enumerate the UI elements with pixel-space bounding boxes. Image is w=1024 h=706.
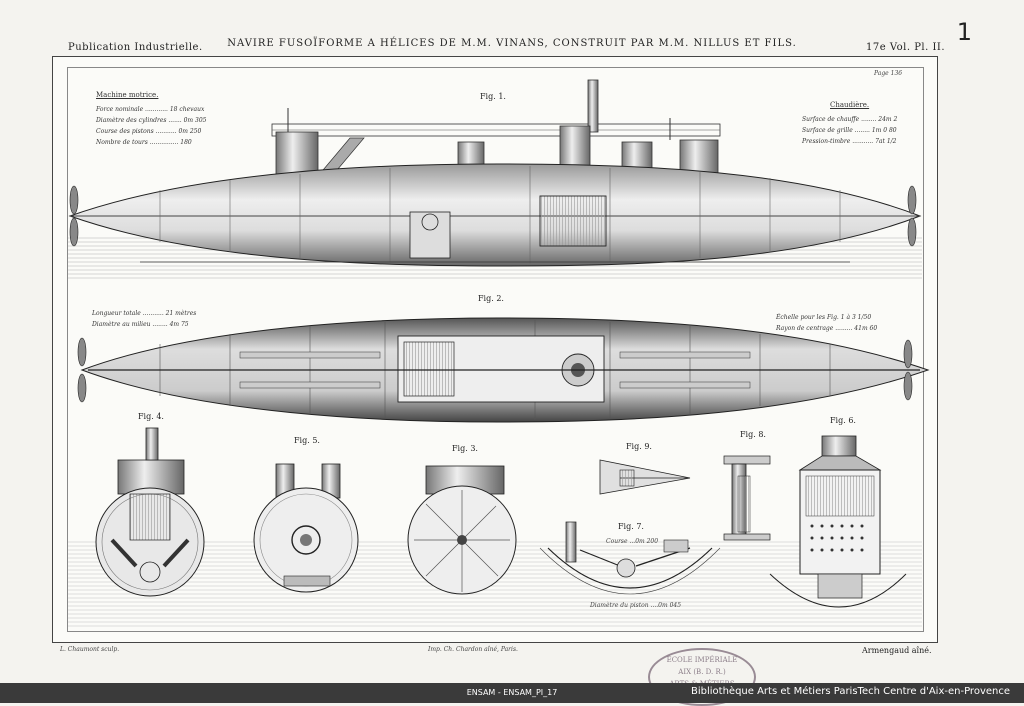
machine-spec-row: Diamètre des cylindres ....... 0m 305 <box>96 117 207 124</box>
fig2-label: Fig. 2. <box>478 294 504 303</box>
machine-spec-row: Nombre de tours ............... 180 <box>96 139 192 146</box>
machine-spec-row: Course des pistons ........... 0m 250 <box>96 128 202 135</box>
fig6-boiler-section <box>769 435 907 608</box>
fig6-label: Fig. 6. <box>830 416 856 425</box>
fig5-cross-section <box>253 463 359 593</box>
fig5-label: Fig. 5. <box>294 436 320 445</box>
stamp-line: ÉCOLE IMPÉRIALE <box>666 656 738 664</box>
scale-spec-row: Échelle pour les Fig. 1 à 3 1/50 <box>776 314 872 321</box>
printer-credit: Imp. Ch. Chardon aîné, Paris. <box>428 646 518 653</box>
author-credit: Armengaud aîné. <box>862 646 932 655</box>
engraver-credit: L. Chaumont sculp. <box>60 646 120 653</box>
fig2-plan-view <box>77 317 930 423</box>
fig9-label: Fig. 9. <box>626 442 652 451</box>
stamp-line: AIX (B. D. R.) <box>678 668 726 676</box>
scale-specs: Échelle pour les Fig. 1 à 3 1/50 Rayon d… <box>776 312 916 334</box>
fig4-label: Fig. 4. <box>138 412 164 421</box>
hull-spec-row: Longueur totale ........... 21 mètres <box>92 310 197 317</box>
publication-label: Publication Industrielle. <box>68 42 203 53</box>
fig3-cross-section <box>407 465 517 595</box>
fig4-cross-section <box>95 427 205 597</box>
fig7-course-note: Course ...0m 200 <box>606 538 659 545</box>
fig8-detail <box>723 455 771 541</box>
page-reference: Page 136 <box>874 70 903 77</box>
volume-plate-label: 17e Vol. Pl. II. <box>866 42 946 53</box>
fig9-detail <box>599 459 691 495</box>
machine-specs: Machine motrice. Force nominale ........… <box>96 90 216 148</box>
machine-spec-row: Force nominale ............ 18 chevaux <box>96 106 205 113</box>
chaudiere-specs-title: Chaudière. <box>830 101 870 109</box>
fig7-detail <box>539 521 721 595</box>
chaudiere-specs: Chaudière. Surface de chauffe ........ 2… <box>802 100 912 147</box>
footer-collection-id: ENSAM - ENSAM_PI_17 <box>466 688 558 697</box>
footer-bar <box>0 683 1024 703</box>
hull-spec-row: Diamètre au milieu ........ 4m 75 <box>92 321 189 328</box>
fig7-label: Fig. 7. <box>618 522 644 531</box>
chaudiere-spec-row: Surface de chauffe ........ 24m 2 <box>802 116 898 123</box>
page-number: 1 <box>956 18 972 46</box>
fig7-diameter-note: Diamètre du piston ....0m 045 <box>590 602 682 609</box>
fig1-label: Fig. 1. <box>480 92 506 101</box>
chaudiere-spec-row: Pression-timbre ........... 7at 1/2 <box>802 138 897 145</box>
plate-title: NAVIRE FUSOÏFORME A HÉLICES DE M.M. VINA… <box>227 38 797 49</box>
chaudiere-spec-row: Surface de grille ........ 1m 0 80 <box>802 127 897 134</box>
machine-specs-title: Machine motrice. <box>96 91 159 99</box>
fig3-label: Fig. 3. <box>452 444 478 453</box>
hull-specs: Longueur totale ........... 21 mètres Di… <box>92 308 202 330</box>
fig8-label: Fig. 8. <box>740 430 766 439</box>
scale-spec-row: Rayon de centrage ......... 41m 60 <box>776 325 878 332</box>
fig1-side-elevation <box>68 79 922 280</box>
footer-library-credit: Bibliothèque Arts et Métiers ParisTech C… <box>691 686 1010 697</box>
plate-inner-frame <box>67 67 924 632</box>
